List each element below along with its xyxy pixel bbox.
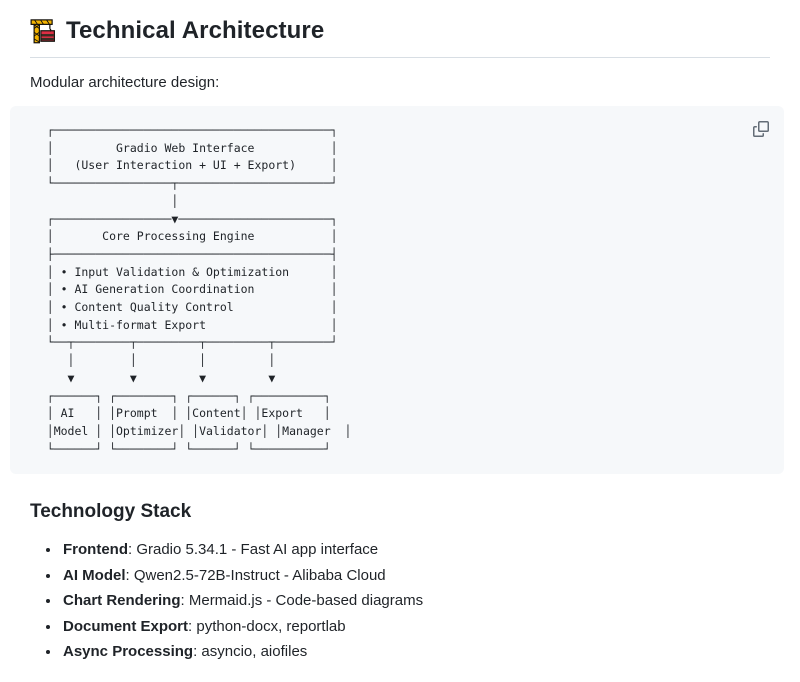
- item-text: : Gradio 5.34.1 - Fast AI app interface: [128, 541, 379, 559]
- item-label: Document Export: [63, 617, 189, 635]
- tech-stack-item-ai-model: AI Model: Qwen2.5-72B-Instruct - Alibaba…: [61, 565, 770, 586]
- item-text: : Qwen2.5-72B-Instruct - Alibaba Cloud: [125, 566, 386, 584]
- intro-text: Modular architecture design:: [30, 74, 220, 91]
- tech-stack-item-async-processing: Async Processing: asyncio, aiofiles: [61, 641, 770, 662]
- page-title-heading: Technical Architecture: [30, 16, 770, 58]
- item-text: : asyncio, aiofiles: [193, 643, 308, 661]
- item-text: : Mermaid.js - Code-based diagrams: [180, 592, 424, 610]
- item-label: AI Model: [63, 566, 126, 584]
- copy-icon: [753, 121, 769, 137]
- item-label: Chart Rendering: [63, 592, 181, 610]
- tech-stack-item-chart-rendering: Chart Rendering: Mermaid.js - Code-based…: [61, 590, 770, 611]
- item-label: Async Processing: [63, 643, 194, 661]
- architecture-code-block: ┌───────────────────────────────────────…: [10, 106, 784, 475]
- building-construction-icon: [30, 18, 57, 45]
- ascii-architecture-diagram: ┌───────────────────────────────────────…: [46, 123, 352, 456]
- item-text: : python-docx, reportlab: [188, 617, 346, 635]
- tech-stack-list: Frontend: Gradio 5.34.1 - Fast AI app in…: [30, 539, 770, 662]
- copy-button[interactable]: [747, 115, 775, 143]
- page-title: Technical Architecture: [66, 17, 325, 44]
- tech-stack-item-frontend: Frontend: Gradio 5.34.1 - Fast AI app in…: [61, 539, 770, 560]
- item-label: Frontend: [63, 541, 128, 559]
- tech-stack-heading: Technology Stack: [30, 501, 192, 523]
- tech-stack-item-document-export: Document Export: python-docx, reportlab: [61, 616, 770, 637]
